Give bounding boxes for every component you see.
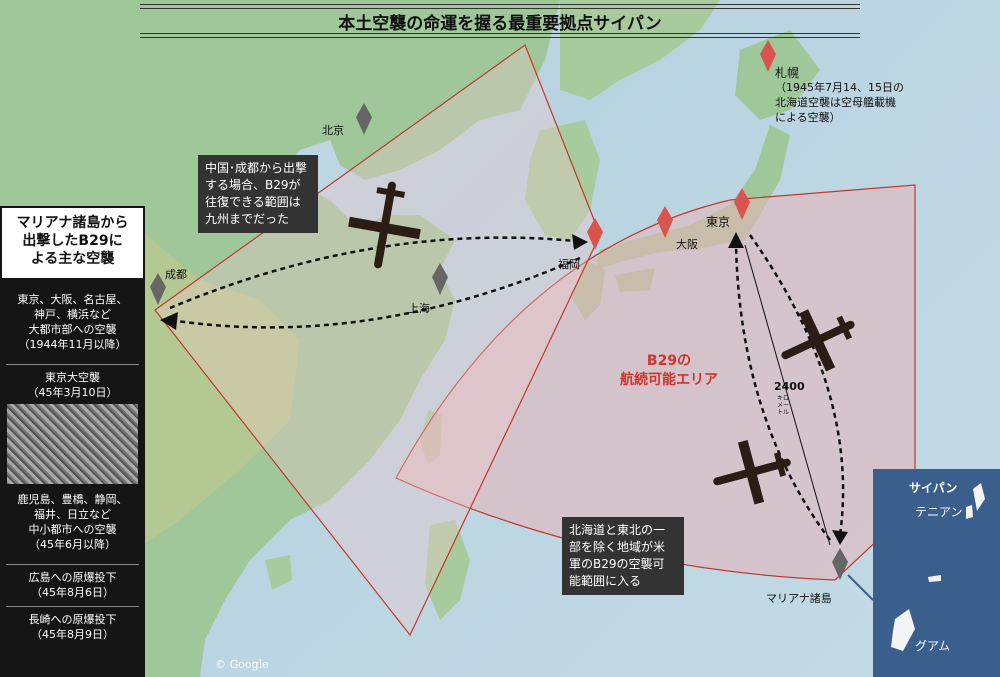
pin-osaka-icon (657, 206, 673, 238)
b29-silhouette-pacific-1 (781, 309, 855, 372)
inset-islands (891, 483, 985, 651)
sidebar-divider (6, 564, 139, 565)
b29-range-area (395, 184, 916, 581)
label-chengdu: 成都 (165, 268, 187, 281)
rota-island (928, 575, 941, 582)
chengdu-fukuoka-route-back (169, 256, 581, 329)
pin-mariana-icon (832, 548, 848, 580)
raid-item-hiroshima: 広島への原爆投下 （45年8月6日） (28, 571, 117, 599)
hainan (265, 555, 292, 590)
arrowhead-chengdu (160, 312, 178, 330)
hokkaido (735, 30, 820, 120)
distance-unit: キロ メー トル (777, 395, 790, 416)
sidebar-divider (6, 364, 139, 365)
label-osaka: 大阪 (676, 238, 698, 251)
air-raid-photo (7, 404, 138, 484)
map-title: 本土空襲の命運を握る最重要拠点サイパン (140, 4, 860, 38)
raid-item-major-cities: 東京、大阪、名古屋、 神戸、横浜など 大都市部への空襲 （1944年11月以降） (17, 293, 128, 351)
label-fukuoka: 福岡 (558, 258, 580, 271)
mariana-tokyo-route-out (734, 244, 832, 541)
guam-island (891, 609, 915, 651)
philippines (425, 520, 470, 620)
copyright-label: © Google (215, 658, 269, 671)
label-tokyo: 東京 (706, 215, 731, 229)
korea (525, 120, 600, 240)
pin-beijing-icon (356, 103, 372, 135)
saipan-island (973, 483, 985, 511)
inset-label-guam: グアム (915, 639, 951, 653)
russia-coast (560, 0, 720, 100)
arrowhead-fukuoka (572, 234, 588, 250)
label-sapporo: 札幌 (775, 66, 800, 80)
sidebar-heading: マリアナ諸島から 出撃したB29に よる主な空襲 (0, 206, 145, 280)
sidebar-divider (6, 606, 139, 607)
label-mariana: マリアナ諸島 (766, 592, 832, 605)
b29-silhouette-china (348, 181, 421, 269)
pin-shanghai-icon (432, 263, 448, 295)
pin-sapporo-icon (760, 40, 776, 72)
arrowhead-tokyo (728, 232, 744, 248)
b29-silhouette-pacific-2 (713, 440, 791, 505)
callout-china-range: 中国･成都から出撃 する場合、B29が 往復できる範囲は 九州までだった (198, 155, 318, 233)
pin-chengdu-icon (150, 273, 166, 305)
raid-item-nagasaki: 長崎への原爆投下 （45年8月9日） (28, 613, 117, 641)
sapporo-note: （1945年7月14、15日の 北海道空襲は空母艦載機 による空襲） (775, 81, 904, 124)
distance-line (744, 244, 831, 546)
label-shanghai: 上海 (408, 302, 430, 315)
raid-item-tokyo-air-raid: 東京大空襲 （45年3月10日） (27, 371, 118, 399)
raid-item-small-cities: 鹿児島、豊橋、静岡、 福井、日立など 中小都市への空襲 （45年6月以降） (17, 493, 128, 551)
raid-sidebar: マリアナ諸島から 出撃したB29に よる主な空襲 東京、大阪、名古屋、 神戸、横… (0, 206, 145, 677)
callout-hokkaido-range: 北海道と東北の一 部を除く地域が米 軍のB29の空襲可 能範囲に入る (562, 517, 684, 595)
inset-label-saipan: サイパン (909, 481, 958, 495)
arrowhead-mariana (832, 530, 848, 545)
mariana-inset: サイパン テニアン グアム (873, 469, 1000, 677)
mariana-tokyo-route-back (748, 234, 845, 536)
distance-value: 2400 (774, 380, 805, 393)
pin-fukuoka-icon (587, 218, 603, 250)
pin-tokyo-icon (734, 188, 750, 220)
tinian-island (966, 505, 973, 519)
b29-range-label: B29の 航続可能エリア (620, 353, 718, 388)
label-beijing: 北京 (322, 124, 344, 137)
inset-label-tinian: テニアン (915, 505, 963, 519)
inset-connector (847, 574, 874, 601)
